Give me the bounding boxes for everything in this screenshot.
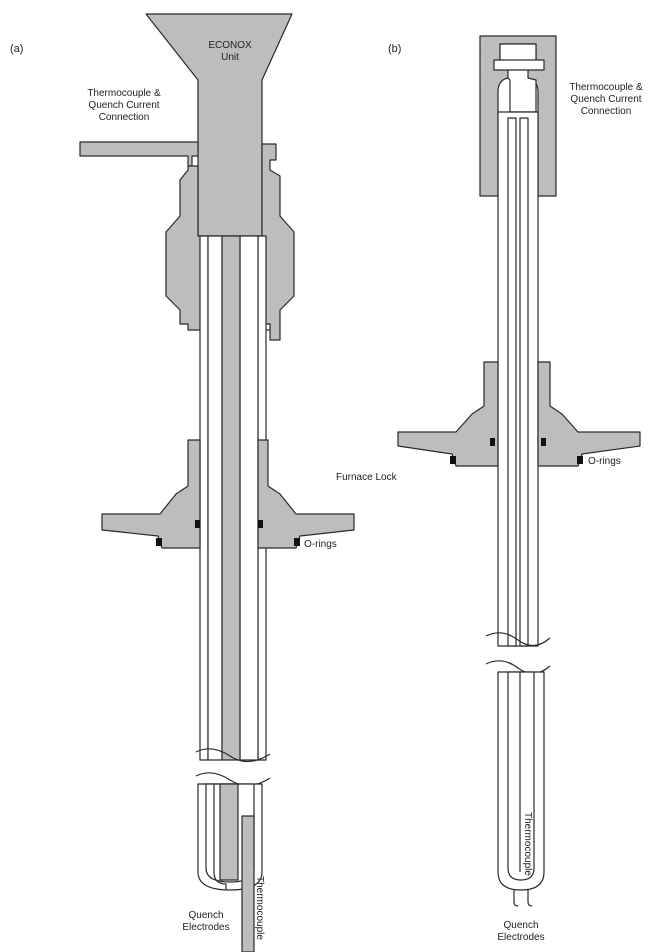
quench-electrodes-b-line2: Electrodes (497, 932, 544, 943)
quench-electrode-hook-b-right (527, 890, 533, 907)
furnace-lock-flange-b-right (537, 361, 641, 467)
tc-connection-a-line1: Thermocouple & (87, 88, 161, 99)
tc-connection-b-line3: Connection (581, 106, 632, 117)
oring-b4 (577, 456, 583, 464)
inner-tube-right (239, 235, 259, 761)
inner-tube-b-right (519, 117, 529, 647)
upper-housing-left (165, 165, 205, 331)
lower-inner-tube-b (507, 671, 535, 881)
orings-b-label: O-rings (588, 456, 621, 467)
tc-connection-a-line2: Quench Current (88, 100, 159, 111)
inner-tube-b-left (507, 117, 517, 647)
panel-a (79, 13, 355, 952)
lower-central-rod (219, 783, 239, 881)
thermocouple-a-label: Thermocouple (254, 876, 265, 940)
tc-connection-a-line3: Connection (99, 112, 150, 123)
econox-label-line2: Unit (221, 52, 239, 63)
tc-connection-b-line1: Thermocouple & (569, 82, 643, 93)
panel-b-labels: (b) Thermocouple & Quench Current Connec… (388, 43, 643, 943)
oring-b2 (541, 438, 546, 446)
furnace-lock-flange-right (257, 439, 355, 549)
oring-a4 (294, 538, 300, 546)
quench-electrodes-a-line1: Quench (188, 910, 223, 921)
oring-b3 (450, 456, 456, 464)
oring-a2 (258, 520, 263, 528)
thermocouple-b-label: Thermocouple (522, 812, 533, 876)
econox-label-line1: ECONOX (208, 40, 252, 51)
break-mark-a-upper (195, 748, 271, 763)
outer-tube-b (497, 111, 539, 647)
side-arm (79, 141, 199, 167)
oring-a1 (195, 520, 200, 528)
central-rod (221, 235, 241, 761)
oring-a3 (156, 538, 162, 546)
oring-b1 (490, 438, 495, 446)
quench-electrodes-b-line1: Quench (503, 920, 538, 931)
furnace-lock-flange-left (101, 439, 201, 549)
quench-electrode-wire-a (213, 784, 227, 890)
panel-a-label: (a) (10, 43, 23, 55)
top-housing-b-cavity (499, 43, 537, 61)
quench-electrodes-a-line2: Electrodes (182, 922, 229, 933)
break-mark-b-upper (485, 632, 551, 647)
furnace-lock-label: Furnace Lock (336, 472, 398, 483)
inner-tube-left (207, 235, 223, 761)
tc-connection-b-line2: Quench Current (570, 94, 641, 105)
furnace-lock-flange-b-left (397, 361, 499, 467)
quench-electrode-hook-b-left (513, 890, 519, 907)
thermocouple-sheath-a (241, 815, 255, 952)
panel-b (397, 35, 641, 907)
outer-tube-left-wall (199, 235, 209, 761)
panel-a-labels: (a) ECONOX Unit Thermocouple & Quench Cu… (10, 40, 398, 940)
panel-b-label: (b) (388, 43, 401, 55)
orings-a-label: O-rings (304, 539, 337, 550)
